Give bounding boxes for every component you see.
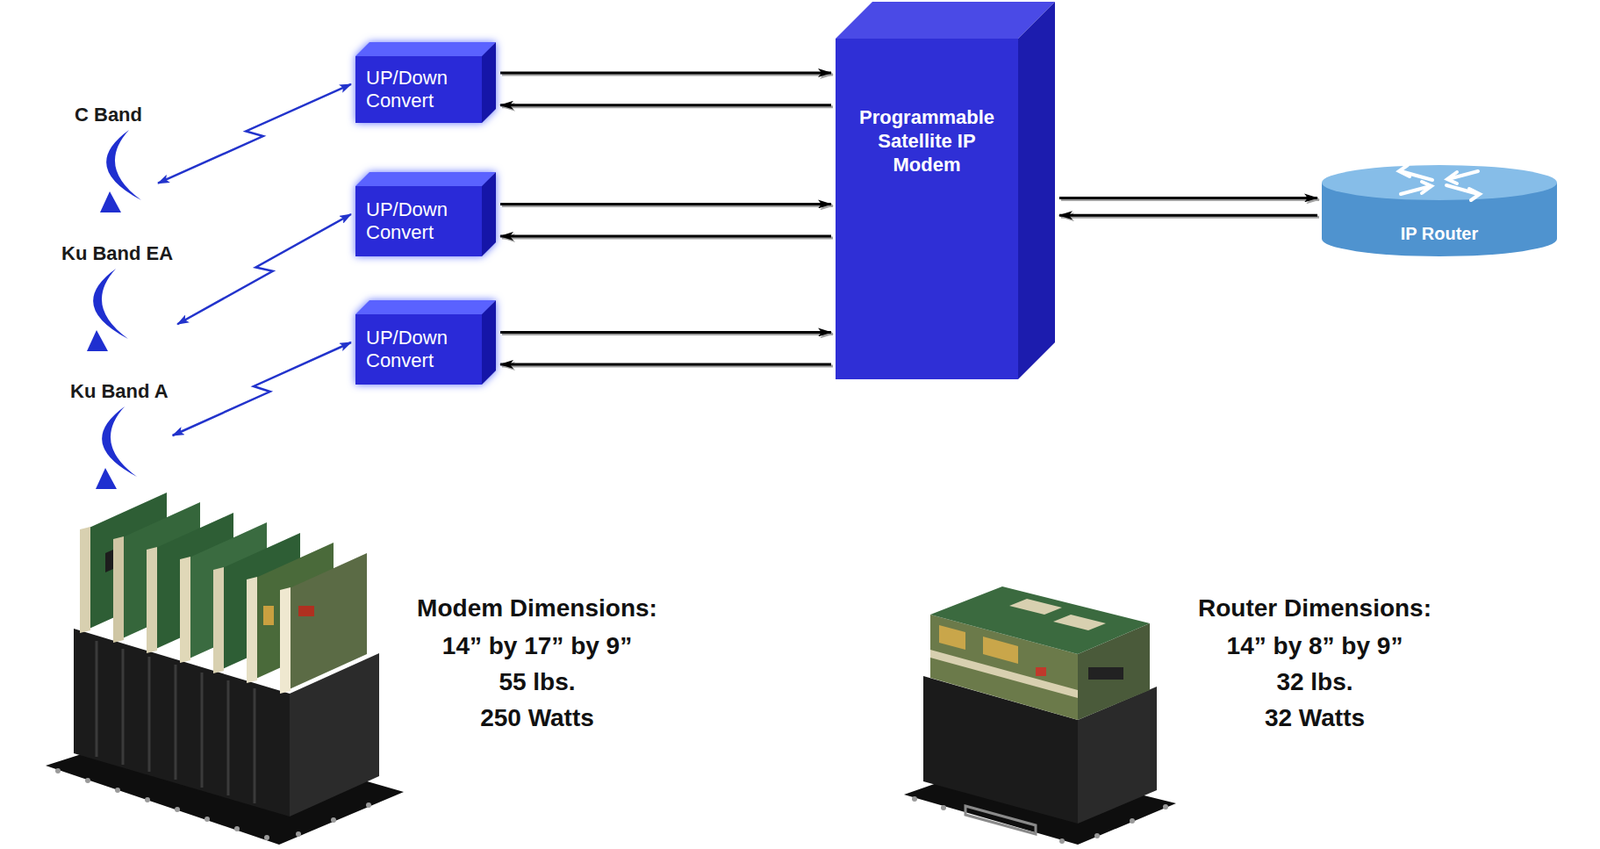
converter-box: UP/Down Convert — [355, 172, 496, 257]
spec-value: 14” by 17” by 9” — [442, 631, 632, 661]
converter-box: UP/Down Convert — [355, 42, 496, 123]
data-arrow — [500, 236, 833, 238]
text-holder: C Band — [74, 103, 154, 127]
data-arrow — [500, 105, 833, 108]
router-arrows-icon — [1399, 165, 1480, 201]
text-holder: UP/Down Convert — [365, 198, 475, 244]
node-label: Ku Band A — [70, 380, 169, 403]
dish-icon — [70, 265, 141, 353]
node-label: Ku Band EA — [61, 242, 173, 266]
node-label: IP Router — [1321, 222, 1557, 244]
text-holder: Ku Band EA — [61, 242, 173, 266]
node-label: UP/Down Convert — [365, 66, 475, 113]
text-holder: IP Router — [1321, 222, 1557, 244]
spec-heading: Router Dimensions: — [1198, 593, 1432, 624]
text-holder: UP/Down Convert — [365, 66, 475, 113]
dish-icon — [78, 402, 150, 491]
spec-value: 14” by 8” by 9” — [1226, 631, 1404, 661]
data-arrow — [500, 364, 833, 366]
radio-link — [172, 342, 352, 436]
router-photo — [904, 586, 1177, 845]
text-holder: Ku Band A — [70, 380, 169, 403]
data-arrow — [500, 331, 833, 334]
converter-box: UP/Down Convert — [355, 300, 496, 385]
text-holder: UP/Down Convert — [365, 326, 475, 373]
node-label: UP/Down Convert — [365, 326, 475, 373]
router-cylinder: IP Router — [1321, 165, 1557, 257]
text-holder: Programmable Satellite IP Modem — [835, 105, 1019, 177]
node-label: Programmable Satellite IP Modem — [842, 105, 1012, 177]
dish-icon — [83, 126, 154, 215]
antenna-dish: C Band — [74, 103, 154, 215]
modem-shape — [835, 1, 1055, 380]
modem-photo — [45, 492, 404, 845]
data-arrow — [500, 72, 833, 75]
radio-link — [157, 84, 352, 184]
data-arrow — [500, 203, 833, 206]
node-label: UP/Down Convert — [365, 198, 475, 244]
antenna-dish: Ku Band EA — [61, 242, 173, 353]
spec-heading: Modem Dimensions: — [416, 593, 658, 624]
data-arrow — [1059, 215, 1320, 217]
node-label: C Band — [74, 103, 154, 127]
radio-link — [177, 214, 352, 324]
modem-box: Programmable Satellite IP Modem — [835, 1, 1055, 380]
spec-value: 32 Watts — [1264, 703, 1365, 733]
spec-value: 250 Watts — [480, 703, 595, 733]
spec-value: 32 lbs. — [1276, 667, 1353, 697]
spec-value: 55 lbs. — [498, 667, 575, 697]
data-arrow — [1059, 197, 1320, 200]
antenna-dish: Ku Band A — [70, 380, 169, 491]
